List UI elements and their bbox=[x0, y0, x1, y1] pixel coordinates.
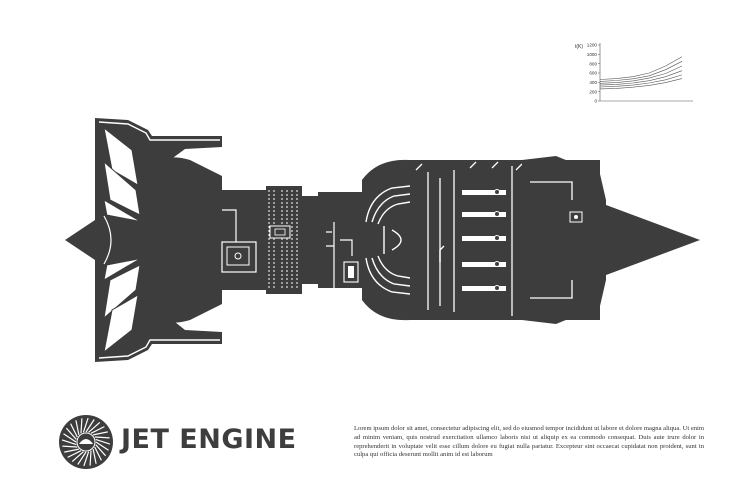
chart-series-line bbox=[599, 65, 683, 84]
sensor-box-inner bbox=[348, 266, 354, 278]
logo-blade bbox=[64, 448, 80, 453]
valve-box-inner bbox=[274, 228, 286, 236]
logo-blade bbox=[75, 420, 80, 436]
chart-series-line bbox=[599, 56, 683, 80]
chart-series-line bbox=[599, 70, 683, 86]
lp-compressor bbox=[222, 190, 266, 290]
lp-pipe bbox=[222, 209, 237, 242]
chart-tick-label: 1000 bbox=[587, 52, 598, 57]
logo-blade bbox=[90, 426, 105, 434]
chart-tick-label: 400 bbox=[589, 80, 597, 85]
turbine-stage-lines bbox=[415, 161, 523, 316]
poster-description: Lorem ipsum dolor sit amet, consectetur … bbox=[354, 425, 704, 459]
compressor-vanes bbox=[268, 190, 298, 290]
chart-tick-label: 1200 bbox=[587, 43, 598, 48]
logo-blade bbox=[65, 427, 77, 440]
logo-blade bbox=[94, 446, 102, 461]
logo-blade bbox=[70, 423, 78, 438]
chart-ylabel: t(K) bbox=[575, 44, 583, 50]
accessory-box bbox=[221, 241, 257, 273]
logo-blade bbox=[62, 445, 78, 448]
compressor-stages bbox=[266, 186, 302, 294]
spinner-cut bbox=[103, 215, 112, 265]
exhaust-port bbox=[569, 211, 583, 223]
turbine-blades bbox=[462, 190, 506, 291]
logo-blade bbox=[88, 421, 101, 433]
hp-pipes bbox=[326, 222, 353, 290]
logo-blade bbox=[83, 451, 90, 467]
logo-blade bbox=[95, 441, 109, 451]
exhaust-pipe bbox=[530, 181, 573, 299]
chart-tick-label: 800 bbox=[589, 61, 597, 66]
exhaust-casing bbox=[522, 156, 606, 324]
logo-blade bbox=[63, 433, 77, 443]
logo-blade bbox=[85, 419, 95, 433]
turbofan-front-view-icon bbox=[59, 415, 113, 469]
accessory-box-inner bbox=[226, 246, 250, 266]
logo-blade bbox=[94, 436, 110, 439]
chart-series-line bbox=[599, 61, 683, 82]
sensor-box bbox=[343, 261, 359, 283]
valve-box bbox=[269, 225, 291, 239]
logo-blade bbox=[77, 451, 87, 465]
logo-blade bbox=[67, 450, 82, 458]
chart-series-line bbox=[599, 78, 683, 90]
exhaust-port-bolt bbox=[574, 215, 578, 219]
turbine-duct bbox=[439, 245, 445, 262]
logo-blade bbox=[71, 451, 84, 463]
logo-blade bbox=[82, 417, 89, 433]
logo-blade bbox=[92, 431, 108, 436]
chart-tick-label: 0 bbox=[594, 99, 597, 104]
nose-spinner bbox=[65, 214, 146, 266]
accessory-bolt bbox=[234, 252, 242, 260]
exhaust-cone bbox=[598, 202, 700, 278]
combustor-pipes bbox=[365, 185, 411, 295]
nacelle-inner-line bbox=[98, 121, 220, 359]
chart-series-line bbox=[599, 74, 683, 88]
chart-tick-label: 600 bbox=[589, 71, 597, 76]
logo-blade bbox=[95, 438, 111, 445]
logo-blade bbox=[92, 448, 97, 464]
chart-tick-label: 200 bbox=[589, 89, 597, 94]
logo-blade bbox=[61, 439, 77, 446]
poster-title: JET ENGINE bbox=[121, 424, 297, 455]
temperature-chart: t(K) 1200 1000 800 600 400 200 0 bbox=[575, 43, 693, 104]
turbine-bolts bbox=[494, 189, 500, 291]
jet-engine-cutaway bbox=[65, 118, 700, 362]
logo-blade bbox=[95, 444, 107, 457]
logo-blade bbox=[80, 418, 83, 434]
logo-blade bbox=[89, 450, 92, 466]
